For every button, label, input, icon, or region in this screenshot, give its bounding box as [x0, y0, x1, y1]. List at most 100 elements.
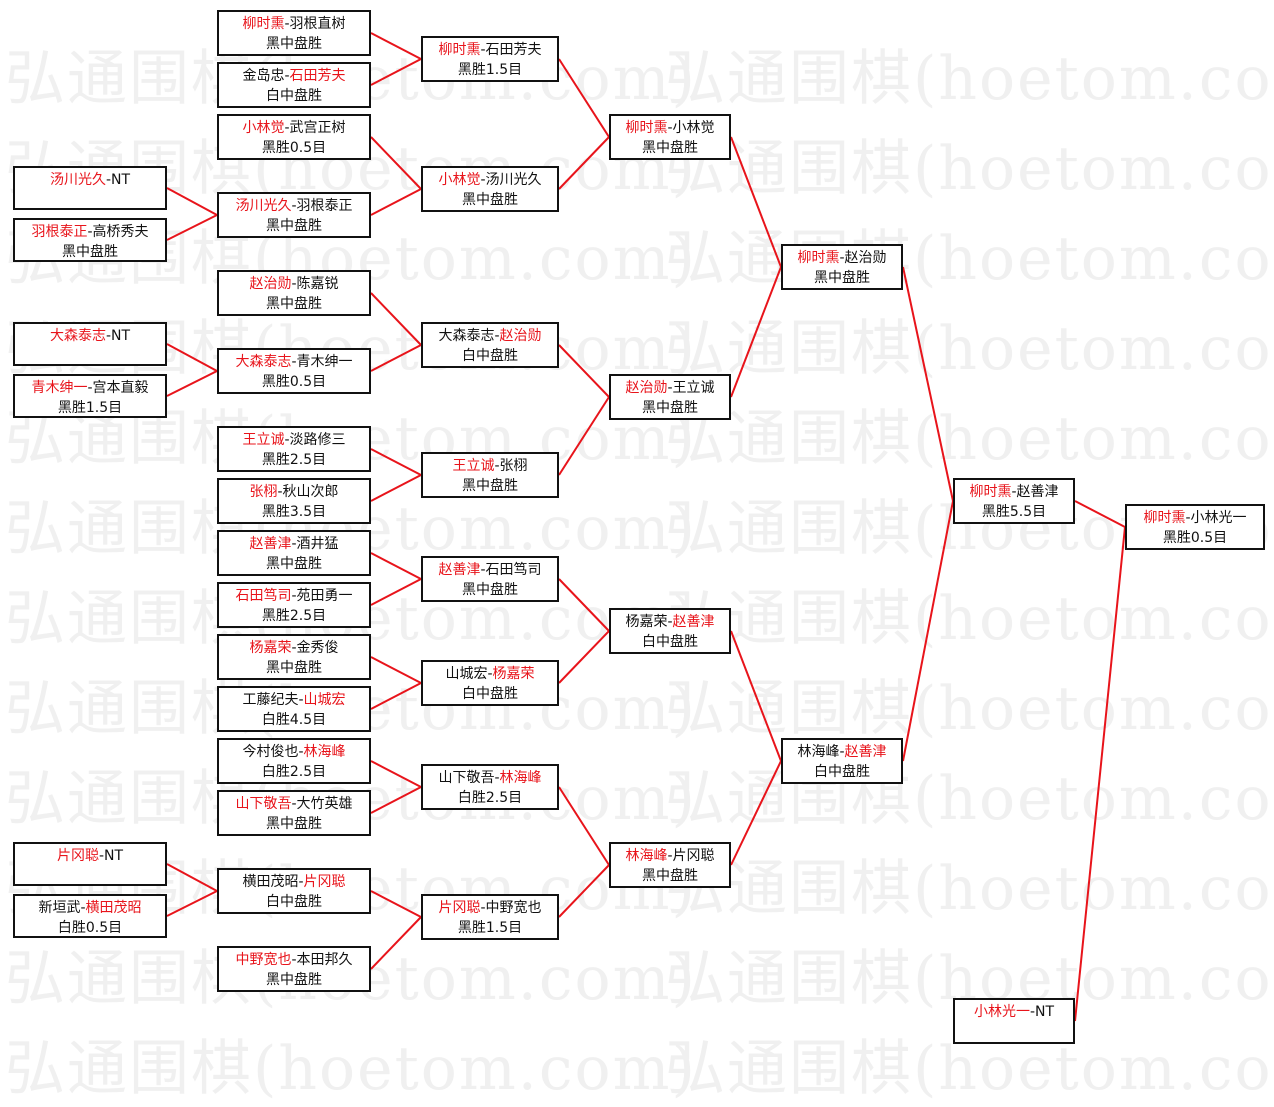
- player-2: 汤川光久: [485, 172, 542, 188]
- match-box: 王立诚-张栩黑中盘胜: [421, 452, 559, 498]
- match-players: 汤川光久-NT: [15, 170, 165, 190]
- separator: -: [87, 224, 93, 240]
- player-1: 石田笃司: [235, 588, 292, 604]
- player-2: NT: [111, 172, 131, 188]
- separator: -: [494, 458, 500, 474]
- match-result: 黑胜0.5目: [1162, 530, 1228, 546]
- match-players: 羽根泰正-高桥秀夫: [15, 222, 165, 242]
- player-1: 小林光一: [973, 1004, 1030, 1020]
- match-result: 黑胜2.5目: [261, 452, 327, 468]
- match-result: 黑中盘胜: [266, 972, 322, 988]
- match-players: 赵善津-酒井猛: [219, 534, 369, 554]
- match-result: 白中盘胜: [462, 348, 518, 364]
- match-result: 白中盘胜: [266, 88, 322, 104]
- connector-line: [166, 890, 218, 917]
- match-players: 柳时熏-赵治勋: [783, 248, 901, 268]
- player-1: 小林觉: [242, 120, 285, 136]
- match-box: 柳时熏-小林光一黑胜0.5目: [1125, 504, 1265, 550]
- separator: -: [298, 744, 304, 760]
- match-box: 柳时熏-赵治勋黑中盘胜: [781, 244, 903, 290]
- match-box: 工藤纪夫-山城宏白胜4.5目: [217, 686, 371, 732]
- separator: -: [284, 120, 290, 136]
- match-players: 山下敬吾-林海峰: [423, 768, 557, 788]
- separator: -: [291, 276, 297, 292]
- match-box: 赵善津-酒井猛黑中盘胜: [217, 530, 371, 576]
- player-1: 杨嘉荣: [625, 614, 668, 630]
- separator: -: [1029, 1004, 1036, 1020]
- connector-line: [370, 578, 422, 606]
- connector-line: [902, 266, 954, 502]
- connector-line: [370, 32, 422, 60]
- player-1: 中野宽也: [235, 952, 292, 968]
- connector-line: [558, 864, 610, 918]
- match-result: 黑中盘胜: [642, 868, 698, 884]
- connector-line: [730, 266, 782, 398]
- player-2: 石田芳夫: [485, 42, 542, 58]
- player-1: 片冈聪: [56, 848, 99, 864]
- player-1: 赵治勋: [249, 276, 292, 292]
- connector-line: [370, 474, 422, 502]
- connector-line: [370, 188, 422, 216]
- separator: -: [480, 562, 486, 578]
- match-box: 小林光一-NT: [953, 998, 1075, 1044]
- match-box: 汤川光久-NT: [13, 166, 167, 210]
- player-1: 金岛忠: [242, 68, 285, 84]
- separator: -: [291, 588, 297, 604]
- separator: -: [494, 328, 500, 344]
- connector-line: [370, 890, 422, 918]
- player-2: 张栩: [499, 458, 528, 474]
- match-players: 杨嘉荣-赵善津: [611, 612, 729, 632]
- match-box: 小林觉-武宫正树黑胜0.5目: [217, 114, 371, 160]
- player-2: 小林光一: [1190, 510, 1247, 526]
- player-2: 武宫正树: [289, 120, 346, 136]
- match-result: 黑胜0.5目: [261, 374, 327, 390]
- match-players: 柳时熏-赵善津: [955, 482, 1073, 502]
- match-box: 张栩-秋山次郎黑胜3.5目: [217, 478, 371, 524]
- separator: -: [298, 692, 304, 708]
- match-box: 片冈聪-NT: [13, 842, 167, 886]
- player-2: 宫本直毅: [92, 380, 149, 396]
- match-result: 黑中盘胜: [266, 36, 322, 52]
- match-result: 白中盘胜: [814, 764, 870, 780]
- player-1: 柳时熏: [438, 42, 481, 58]
- match-box: 大森泰志-青木绅一黑胜0.5目: [217, 348, 371, 394]
- player-2: 高桥秀夫: [92, 224, 149, 240]
- match-players: 柳时熏-小林觉: [611, 118, 729, 138]
- player-2: 林海峰: [499, 770, 542, 786]
- match-players: 金岛忠-石田芳夫: [219, 66, 369, 86]
- match-players: 汤川光久-羽根泰正: [219, 196, 369, 216]
- separator: -: [480, 900, 486, 916]
- player-1: 工藤纪夫: [242, 692, 299, 708]
- match-players: 柳时熏-小林光一: [1127, 508, 1263, 528]
- player-2: 青木绅一: [296, 354, 353, 370]
- match-players: 工藤纪夫-山城宏: [219, 690, 369, 710]
- player-2: 淡路修三: [289, 432, 346, 448]
- connector-line: [370, 786, 422, 814]
- match-players: 横田茂昭-片冈聪: [219, 872, 369, 892]
- match-box: 柳时熏-羽根直树黑中盘胜: [217, 10, 371, 56]
- player-1: 青木绅一: [31, 380, 88, 396]
- match-players: 赵治勋-陈嘉锐: [219, 274, 369, 294]
- player-1: 大森泰志: [235, 354, 292, 370]
- player-1: 大森泰志: [438, 328, 495, 344]
- connector-line: [370, 448, 422, 476]
- connector-line: [730, 760, 782, 866]
- connector-line: [370, 656, 422, 684]
- player-1: 张栩: [249, 484, 278, 500]
- connector-line: [370, 760, 422, 788]
- connector-line: [1074, 526, 1126, 1022]
- match-players: 片冈聪-NT: [15, 846, 165, 866]
- match-box: 林海峰-片冈聪黑中盘胜: [609, 842, 731, 888]
- match-players: 小林觉-武宫正树: [219, 118, 369, 138]
- separator: -: [105, 172, 112, 188]
- player-2: NT: [111, 328, 131, 344]
- player-1: 横田茂昭: [242, 874, 299, 890]
- match-result: [15, 866, 165, 886]
- match-result: 白胜4.5目: [261, 712, 327, 728]
- match-box: 赵善津-石田笃司黑中盘胜: [421, 556, 559, 602]
- match-box: 大森泰志-NT: [13, 322, 167, 366]
- separator: -: [667, 380, 673, 396]
- player-2: 赵治勋: [499, 328, 542, 344]
- match-box: 赵治勋-陈嘉锐黑中盘胜: [217, 270, 371, 316]
- player-1: 林海峰: [797, 744, 840, 760]
